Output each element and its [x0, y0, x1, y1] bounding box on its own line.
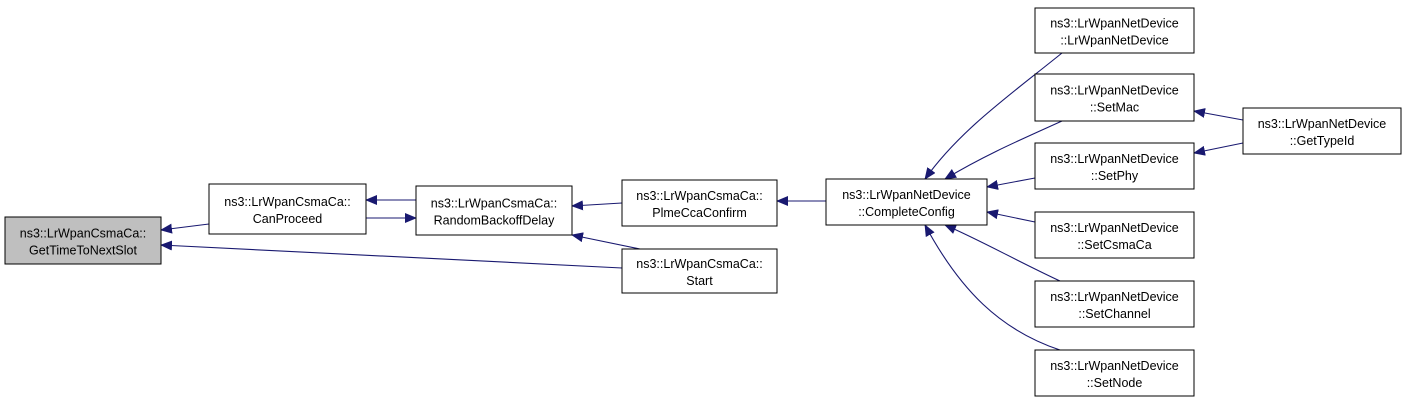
node-lrwpannetdevice-setnode[interactable]: ns3::LrWpanNetDevice::SetNode — [1034, 349, 1195, 397]
node-lrwpannetdevice-setchannel[interactable]: ns3::LrWpanNetDevice::SetChannel — [1034, 280, 1195, 328]
node-box[interactable] — [1034, 7, 1195, 54]
edge-arrow — [924, 52, 1063, 180]
node-lrwpancsmaca-randombackoffdelay[interactable]: ns3::LrWpanCsmaCa::RandomBackoffDelay — [415, 185, 573, 236]
edge-n4-to-n0 — [160, 240, 623, 269]
node-label-line: GetTimeToNextSlot — [29, 244, 137, 258]
node-label-line: ns3::LrWpanCsmaCa:: — [636, 189, 762, 203]
edge-arrow — [160, 240, 623, 269]
node-label-line: ns3::LrWpanNetDevice — [1050, 17, 1179, 31]
node-lrwpannetdevice-completeconfig[interactable]: ns3::LrWpanNetDevice::CompleteConfig — [825, 178, 988, 226]
node-box[interactable] — [1034, 280, 1195, 328]
edge-arrow — [924, 224, 1061, 351]
node-lrwpancsmaca-plmeccaconfirm[interactable]: ns3::LrWpanCsmaCa::PlmeCcaConfirm — [621, 179, 778, 227]
node-box[interactable] — [1242, 107, 1402, 155]
node-lrwpannetdevice-setcsmaca[interactable]: ns3::LrWpanNetDevice::SetCsmaCa — [1034, 211, 1195, 259]
node-box[interactable] — [415, 185, 573, 236]
node-lrwpancsmaca-gettimetonextslot[interactable]: ns3::LrWpanCsmaCa::GetTimeToNextSlot — [4, 216, 162, 265]
node-lrwpannetdevice-gettypeid[interactable]: ns3::LrWpanNetDevice::GetTypeId — [1242, 107, 1402, 155]
node-lrwpannetdevice-setmac[interactable]: ns3::LrWpanNetDevice::SetMac — [1034, 73, 1195, 122]
node-label-line: ns3::LrWpanNetDevice — [1258, 117, 1387, 131]
node-box[interactable] — [1034, 142, 1195, 190]
edge-n12-to-n7 — [1193, 108, 1244, 121]
node-label-line: CanProceed — [253, 212, 323, 226]
edge-n6-to-n5 — [924, 52, 1063, 180]
edge-n1-to-n0 — [160, 223, 210, 234]
node-label-line: RandomBackoffDelay — [434, 214, 555, 228]
edge-arrow — [571, 200, 623, 211]
node-label-line: PlmeCcaConfirm — [652, 206, 746, 220]
edge-arrow — [944, 120, 1063, 180]
node-label-line: ::SetNode — [1087, 376, 1143, 390]
edge-n8-to-n5 — [986, 177, 1036, 190]
node-label-line: ns3::LrWpanCsmaCa:: — [224, 195, 350, 209]
edge-arrow — [1193, 142, 1244, 156]
node-box[interactable] — [208, 183, 367, 235]
node-box[interactable] — [4, 216, 162, 265]
node-box[interactable] — [621, 248, 778, 294]
node-label-line: ns3::LrWpanNetDevice — [842, 188, 971, 202]
node-label-line: ns3::LrWpanCsmaCa:: — [20, 227, 146, 241]
node-label-line: ::LrWpanNetDevice — [1060, 34, 1168, 48]
node-label-line: ::SetCsmaCa — [1077, 238, 1151, 252]
node-label-line: ns3::LrWpanCsmaCa:: — [636, 257, 762, 271]
node-label-line: ns3::LrWpanNetDevice — [1050, 290, 1179, 304]
node-box[interactable] — [1034, 73, 1195, 122]
node-lrwpancsmaca-start[interactable]: ns3::LrWpanCsmaCa::Start — [621, 248, 778, 294]
edge-arrow — [571, 232, 641, 250]
node-lrwpannetdevice-lrwpannetdevice[interactable]: ns3::LrWpanNetDevice::LrWpanNetDevice — [1034, 7, 1195, 54]
node-box[interactable] — [1034, 349, 1195, 397]
node-lrwpancsmaca-canproceed[interactable]: ns3::LrWpanCsmaCa::CanProceed — [208, 183, 367, 235]
edge-arrow — [1193, 108, 1244, 121]
node-label-line: ns3::LrWpanCsmaCa:: — [431, 197, 557, 211]
node-label-line: Start — [686, 274, 713, 288]
node-label-line: ::SetMac — [1090, 101, 1139, 115]
node-label-line: ns3::LrWpanNetDevice — [1050, 84, 1179, 98]
edge-arrow — [986, 177, 1036, 190]
node-box[interactable] — [1034, 211, 1195, 259]
node-label-line: ::SetPhy — [1091, 169, 1139, 183]
edge-n7-to-n5 — [944, 120, 1063, 180]
edges-layer — [160, 52, 1244, 351]
edge-n12-to-n8 — [1193, 142, 1244, 156]
node-label-line: ::SetChannel — [1078, 307, 1150, 321]
edge-arrow — [944, 224, 1061, 282]
node-label-line: ns3::LrWpanNetDevice — [1050, 221, 1179, 235]
node-label-line: ns3::LrWpanNetDevice — [1050, 359, 1179, 373]
edge-n4-to-n2 — [571, 232, 641, 250]
edge-n11-to-n5 — [924, 224, 1061, 351]
node-label-line: ::GetTypeId — [1290, 134, 1355, 148]
edge-arrow — [986, 209, 1036, 223]
nodes-layer: ns3::LrWpanCsmaCa::GetTimeToNextSlotns3:… — [4, 7, 1402, 397]
edge-n3-to-n2 — [571, 200, 623, 211]
node-lrwpannetdevice-setphy[interactable]: ns3::LrWpanNetDevice::SetPhy — [1034, 142, 1195, 190]
edge-n10-to-n5 — [944, 224, 1061, 282]
edge-n9-to-n5 — [986, 209, 1036, 223]
node-label-line: ns3::LrWpanNetDevice — [1050, 152, 1179, 166]
node-label-line: ::CompleteConfig — [858, 205, 955, 219]
node-box[interactable] — [825, 178, 988, 226]
edge-arrow — [160, 223, 210, 234]
node-box[interactable] — [621, 179, 778, 227]
